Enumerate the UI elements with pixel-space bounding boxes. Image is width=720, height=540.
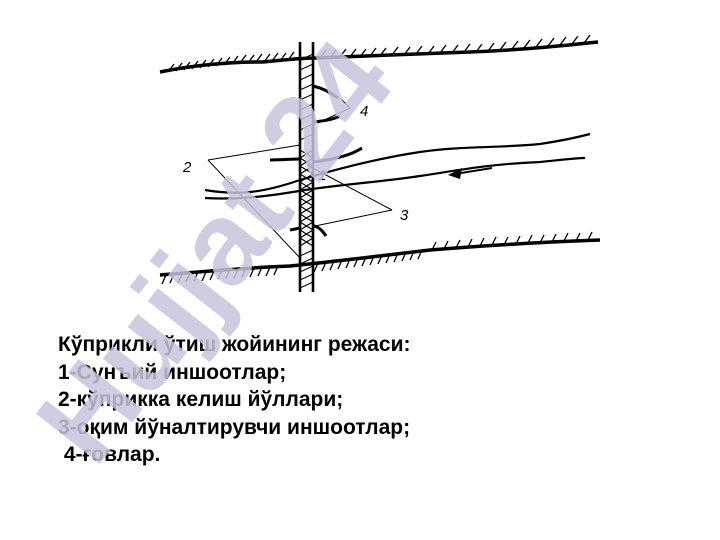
callout-labels: 1 2 3 4 xyxy=(182,103,409,224)
caption-item-4: 4-ғовлар. xyxy=(58,443,161,466)
flow-guiding-structures xyxy=(269,146,363,237)
leader-lines xyxy=(207,97,393,259)
flow-direction-arrow xyxy=(454,167,493,175)
bridge-road xyxy=(298,42,315,292)
upper-bank xyxy=(159,34,599,74)
callout-3: 3 xyxy=(400,207,409,224)
callout-1: 1 xyxy=(318,167,326,184)
river-channel xyxy=(204,132,591,200)
flow-arrowhead xyxy=(448,168,462,179)
road-hatching-upper xyxy=(299,53,314,141)
diagram-caption: Кўприкли ўтиш жойининг режаси: 1-Сунъий … xyxy=(58,331,411,469)
caption-item-3: 3-оқим йўналтирувчи иншоотлар; xyxy=(58,415,411,439)
lower-bank xyxy=(159,231,601,285)
caption-item-2: 2-кўприкка келиш йўллари; xyxy=(58,388,344,411)
caption-title: Кўприкли ўтиш жойининг режаси: xyxy=(58,333,411,356)
lower-bank-hatching xyxy=(161,231,593,285)
dams xyxy=(312,84,341,124)
callout-4: 4 xyxy=(360,103,368,120)
road-hatching-lower xyxy=(299,249,314,289)
bridge-hatching xyxy=(299,149,314,247)
bridge-crossing-plan-diagram: 1 2 3 4 xyxy=(159,34,601,292)
callout-2: 2 xyxy=(182,159,192,176)
upper-bank-hatching xyxy=(167,34,591,73)
caption-item-1: 1-Сунъий иншоотлар; xyxy=(58,360,287,384)
